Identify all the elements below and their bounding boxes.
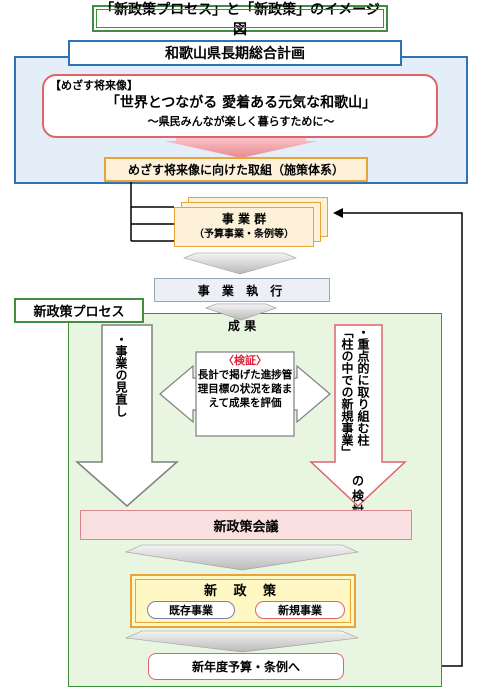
verify-title: 〈検証〉	[200, 352, 290, 368]
projects-subtitle: （予算事業・条例等）	[194, 229, 294, 240]
execution-to-results-arrow-overlay	[205, 303, 277, 321]
vision-statement: 「世界とつながる 愛着ある元気な和歌山」	[105, 95, 377, 111]
diagram-title-text: 「新政策プロセス」と「新政策」のイメージ図	[100, 1, 380, 38]
long-term-plan-title: 和歌山県長期総合計画	[68, 40, 402, 66]
measures-bracket	[130, 182, 174, 242]
new-projects-arrow-overlay	[309, 324, 407, 508]
review-arrow-overlay	[75, 324, 179, 507]
projects-card: 事 業 群 （予算事業・条例等）	[174, 207, 314, 247]
review-label: ・事業の見直し	[114, 333, 128, 417]
new-policy-inner-border	[135, 579, 351, 623]
new-policy-title-text: 新 政 策	[203, 583, 283, 599]
execution-text: 事 業 執 行	[197, 283, 287, 298]
measures-box: めざす将来像に向けた取組（施策体系）	[104, 157, 368, 182]
verify-description: 長計で掲げた進捗管理目標の状況を踏まえて成果を評価	[197, 369, 293, 409]
existing-projects-pill: 既存事業	[147, 601, 235, 619]
policy-process-title: 新政策プロセス	[14, 298, 144, 323]
measures-text: めざす将来像に向けた取組（施策体系）	[127, 163, 344, 177]
policy-council-text: 新政策会議	[213, 519, 279, 535]
budget-text: 新年度予算・条例へ	[191, 660, 300, 674]
new-projects-text: 新規事業	[278, 604, 322, 617]
feedback-loop-arrowhead	[333, 208, 343, 218]
verify-box	[195, 351, 295, 437]
execution-box: 事 業 執 行	[154, 278, 330, 302]
results-label: 成 果	[210, 316, 274, 334]
budget-box: 新年度予算・条例へ	[148, 653, 344, 680]
policy-process-title-text: 新政策プロセス	[33, 305, 125, 320]
council-to-policy-arrow-overlay	[124, 544, 360, 571]
vision-subtitle: ～県民みんなが楽しく暮らすために～	[147, 115, 335, 128]
vision-box	[42, 74, 438, 138]
diagram-title: 「新政策プロセス」と「新政策」のイメージ図	[92, 2, 388, 38]
policy-council-box: 新政策会議	[80, 510, 412, 540]
vision-label: 【めざす将来像】	[50, 79, 138, 92]
projects-to-execution-arrow	[183, 252, 297, 275]
new-projects-label-line2: 「柱の中での新規事業」	[340, 326, 354, 458]
vision-to-measures-arrow	[164, 138, 318, 158]
results-text: 成 果	[227, 318, 257, 333]
existing-projects-text: 既存事業	[169, 604, 213, 617]
long-term-plan-title-text: 和歌山県長期総合計画	[165, 46, 305, 62]
new-policy-title: 新 政 策	[135, 580, 351, 599]
new-projects-label-line1: ・重点的に取り組む柱	[356, 326, 370, 446]
projects-title: 事 業 群	[221, 212, 267, 226]
policy-to-budget-arrow-overlay	[124, 630, 360, 653]
verify-title-text: 〈検証〉	[223, 354, 267, 367]
new-projects-pill: 新規事業	[255, 601, 345, 619]
